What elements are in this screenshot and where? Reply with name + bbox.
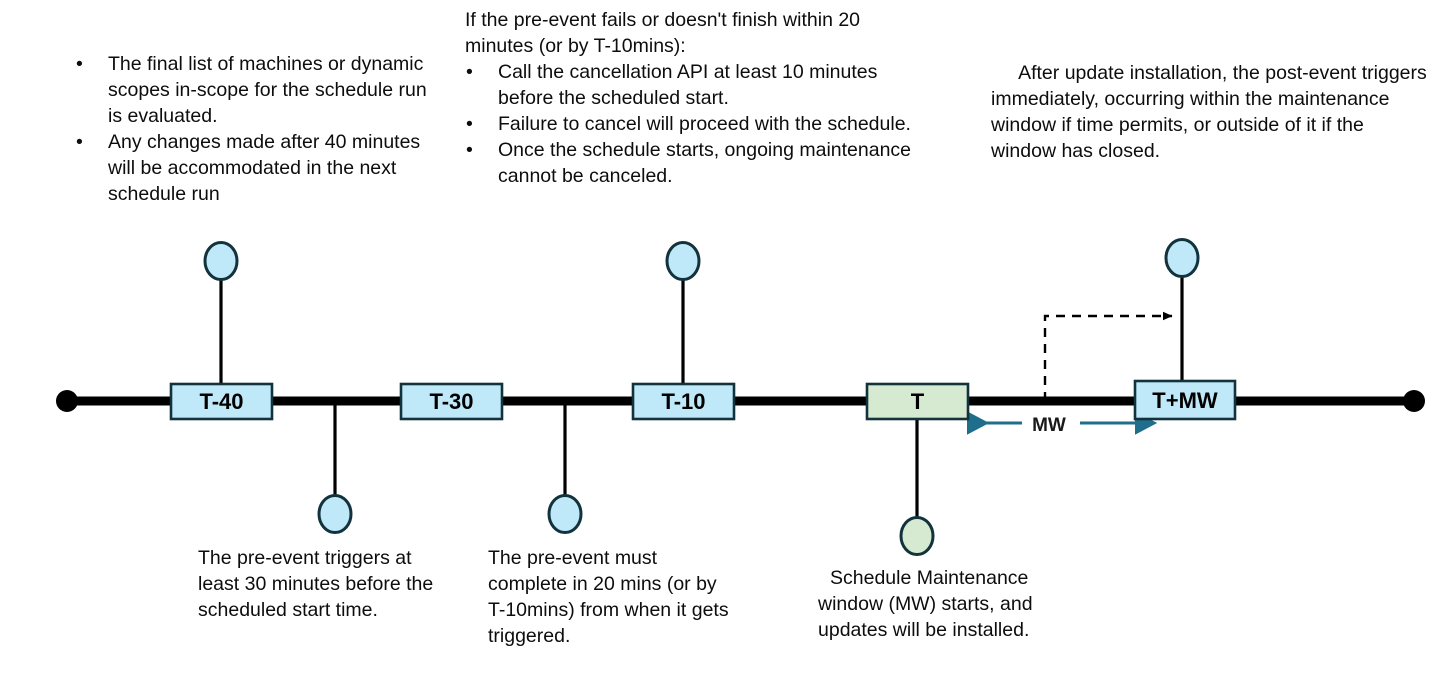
connector-t40-up xyxy=(203,241,239,384)
node-circle-maintenance-window xyxy=(899,516,935,556)
connector-pre-event-complete-down xyxy=(547,401,583,534)
list-item: • Call the cancellation API at least 10 … xyxy=(458,59,928,111)
milestone-label: T-30 xyxy=(429,389,473,414)
note-t10-bullet-1: Call the cancellation API at least 10 mi… xyxy=(498,61,878,109)
milestone-label: T+MW xyxy=(1152,388,1218,413)
connector-tplusmw-up xyxy=(1164,238,1200,384)
node-circle-t10 xyxy=(665,241,701,281)
note-maintenance-window-text: Schedule Maintenance window (MW) starts,… xyxy=(818,567,1038,641)
dashed-post-event-arrow xyxy=(1043,311,1173,401)
list-item: • Once the schedule starts, ongoing main… xyxy=(458,137,928,189)
connector-t10-up xyxy=(665,241,701,384)
bullet-glyph: • xyxy=(466,139,473,161)
note-t40-list: • The final list of machines or dynamic … xyxy=(68,51,440,207)
bullet-glyph: • xyxy=(76,53,83,75)
bullet-glyph: • xyxy=(466,113,473,135)
list-item: • Any changes made after 40 minutes will… xyxy=(68,129,440,207)
list-item: • Failure to cancel will proceed with th… xyxy=(458,111,928,137)
timeline-end-dot xyxy=(1403,390,1425,412)
bullet-glyph: • xyxy=(76,131,83,153)
note-post-event-text: After update installation, the post-even… xyxy=(991,62,1433,162)
mw-span-label: MW xyxy=(1032,415,1066,436)
node-circle-pre-event-complete xyxy=(547,494,583,534)
milestone-t[interactable]: T xyxy=(865,382,970,421)
mw-span-arrow: MW xyxy=(967,411,1158,436)
connector-pre-event-trigger-down xyxy=(317,401,353,534)
milestone-t-30[interactable]: T-30 xyxy=(399,382,504,421)
node-circle-pre-event-trigger xyxy=(317,494,353,534)
note-pre-event-complete-text: The pre-event must complete in 20 mins (… xyxy=(488,547,735,647)
bullet-glyph: • xyxy=(466,61,473,83)
note-t10-bullet-3: Once the schedule starts, ongoing mainte… xyxy=(498,139,912,187)
milestone-t-10[interactable]: T-10 xyxy=(631,382,736,421)
milestone-t-40[interactable]: T-40 xyxy=(169,382,274,421)
note-t10-lead: If the pre-event fails or doesn't finish… xyxy=(465,9,861,57)
milestone-label: T-10 xyxy=(661,389,705,414)
node-circle-t40 xyxy=(203,241,239,281)
note-pre-event-trigger-text: The pre-event triggers at least 30 minut… xyxy=(198,547,439,621)
timeline-start-dot xyxy=(56,390,78,412)
note-t40-bullet-2: Any changes made after 40 minutes will b… xyxy=(108,131,421,205)
milestone-label: T xyxy=(911,389,925,414)
note-t10-list: • Call the cancellation API at least 10 … xyxy=(458,59,928,189)
node-circle-post-event xyxy=(1164,238,1200,278)
milestone-label: T-40 xyxy=(199,389,243,414)
note-t40-bullet-1: The final list of machines or dynamic sc… xyxy=(108,53,427,127)
note-t10-bullet-2: Failure to cancel will proceed with the … xyxy=(498,113,911,135)
list-item: • The final list of machines or dynamic … xyxy=(68,51,440,129)
milestone-t-plus-mw[interactable]: T+MW xyxy=(1133,379,1237,421)
connector-t-down xyxy=(899,419,935,556)
